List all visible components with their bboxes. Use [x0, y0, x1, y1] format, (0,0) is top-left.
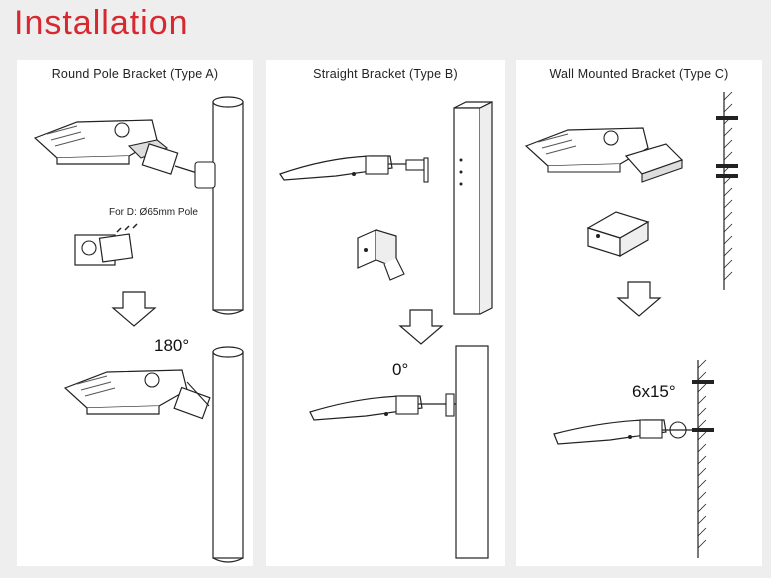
pole-note: For D: Ø65mm Pole: [109, 207, 198, 218]
fixture-illustration-bottom: [63, 369, 211, 420]
rotation-angle-label: 0°: [392, 360, 408, 379]
down-arrow-icon: [398, 309, 444, 345]
round-pole-diagram: For D: Ø65mm Pole 180°: [33, 96, 244, 563]
fixture-illustration: [524, 127, 684, 183]
wall-mounted-diagram: 6x15°: [524, 91, 738, 558]
fixture-illustration: [279, 155, 429, 183]
fixture-illustration: [33, 119, 216, 189]
panel-title-type-b: Straight Bracket (Type B): [313, 67, 458, 81]
down-arrow-icon: [616, 281, 662, 317]
panel-title-type-c: Wall Mounted Bracket (Type C): [549, 67, 729, 81]
bracket-illustration: [357, 229, 405, 281]
bracket-illustration: [586, 211, 650, 258]
pole-illustration: [212, 96, 244, 315]
panel-title-type-a: Round Pole Bracket (Type A): [51, 67, 219, 81]
panel-round-pole-bracket: Round Pole Bracket (Type A) For D: Ø65mm…: [17, 60, 253, 566]
fixture-illustration-bottom: [553, 419, 698, 445]
square-pole-illustration-bottom: [455, 345, 489, 559]
wall-illustration: [716, 91, 738, 290]
rotation-angle-label: 180°: [154, 336, 189, 355]
straight-bracket-diagram: 0°: [279, 101, 493, 559]
wall-illustration-bottom: [692, 359, 714, 558]
rotation-angle-label: 6x15°: [632, 382, 676, 401]
bracket-illustration: [74, 223, 138, 266]
square-pole-illustration: [453, 101, 493, 315]
down-arrow-icon: [111, 291, 157, 327]
panel-wall-mounted-bracket: Wall Mounted Bracket (Type C): [516, 60, 762, 566]
pole-illustration-bottom: [212, 346, 244, 563]
page-title: Installation: [14, 4, 189, 42]
panel-straight-bracket: Straight Bracket (Type B): [266, 60, 505, 566]
fixture-illustration-bottom: [309, 393, 456, 421]
